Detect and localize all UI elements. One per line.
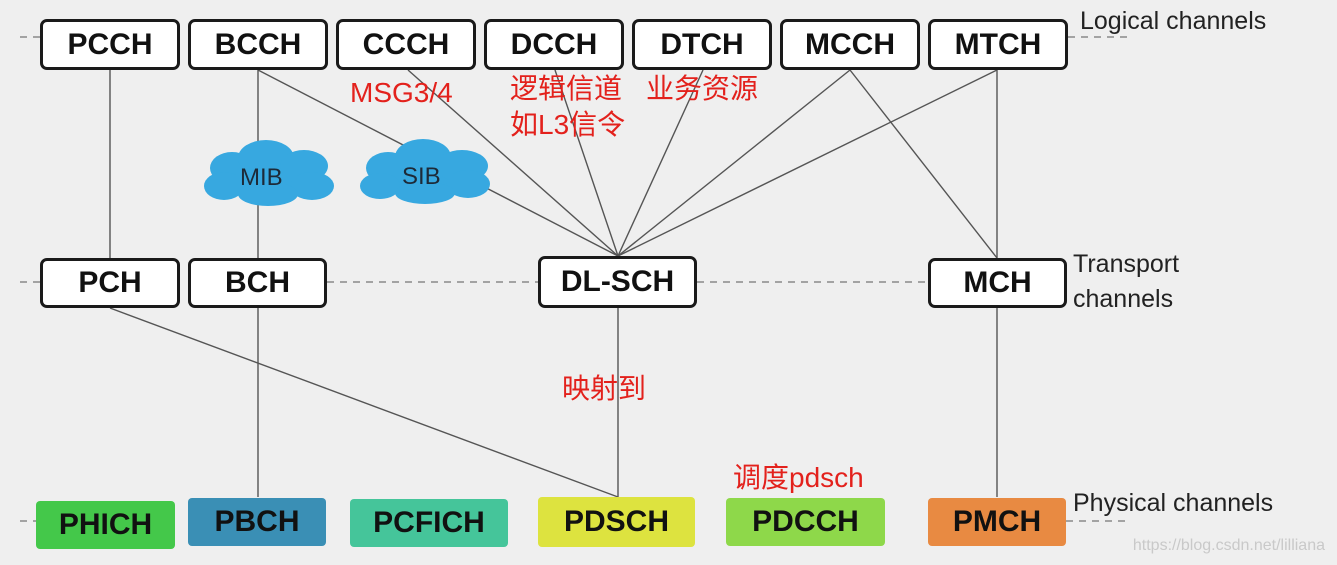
mib-cloud [204, 140, 334, 206]
sib-cloud [360, 139, 490, 204]
physical-channel-pmch: PMCH [928, 498, 1066, 546]
logical-channel-dtch: DTCH [632, 19, 772, 70]
annotation-schedule-pdsch: 调度pdsch [733, 462, 864, 493]
annotation-mapped-to: 映射到 [562, 373, 647, 404]
annotation-l3-signaling: 如L3信令 [510, 109, 626, 140]
transport-channel-bch: BCH [188, 258, 327, 308]
logical-channel-dcch: DCCH [484, 19, 624, 70]
logical-channel-pcch: PCCH [40, 19, 180, 70]
transport-channel-mch: MCH [928, 258, 1067, 308]
annotation-msg34: MSG3/4 [350, 77, 453, 108]
transport-channels-label-line1: Transport [1073, 250, 1180, 278]
physical-channel-pcfich: PCFICH [350, 499, 508, 547]
logical-channel-mtch: MTCH [928, 19, 1068, 70]
physical-channel-pdsch: PDSCH [538, 497, 695, 547]
logical-channel-mcch: MCCH [780, 19, 920, 70]
physical-channels-label: Physical channels [1073, 489, 1274, 517]
transport-channel-pch: PCH [40, 258, 180, 308]
physical-channel-pbch: PBCH [188, 498, 326, 546]
watermark: https://blog.csdn.net/lilliana [1132, 537, 1325, 554]
physical-channel-phich: PHICH [36, 501, 175, 549]
physical-channel-pdcch: PDCCH [726, 498, 885, 546]
logical-channel-bcch: BCCH [188, 19, 328, 70]
transport-channel-dl-sch: DL-SCH [538, 256, 697, 308]
logical-channel-ccch: CCCH [336, 19, 476, 70]
sib-label: SIB [402, 163, 441, 190]
mib-label: MIB [240, 164, 283, 191]
annotation-logical-channel: 逻辑信道 [510, 73, 623, 104]
logical-channels-label: Logical channels [1080, 7, 1267, 35]
annotation-business-resource: 业务资源 [646, 73, 759, 104]
transport-channels-label-line2: channels [1073, 285, 1174, 313]
